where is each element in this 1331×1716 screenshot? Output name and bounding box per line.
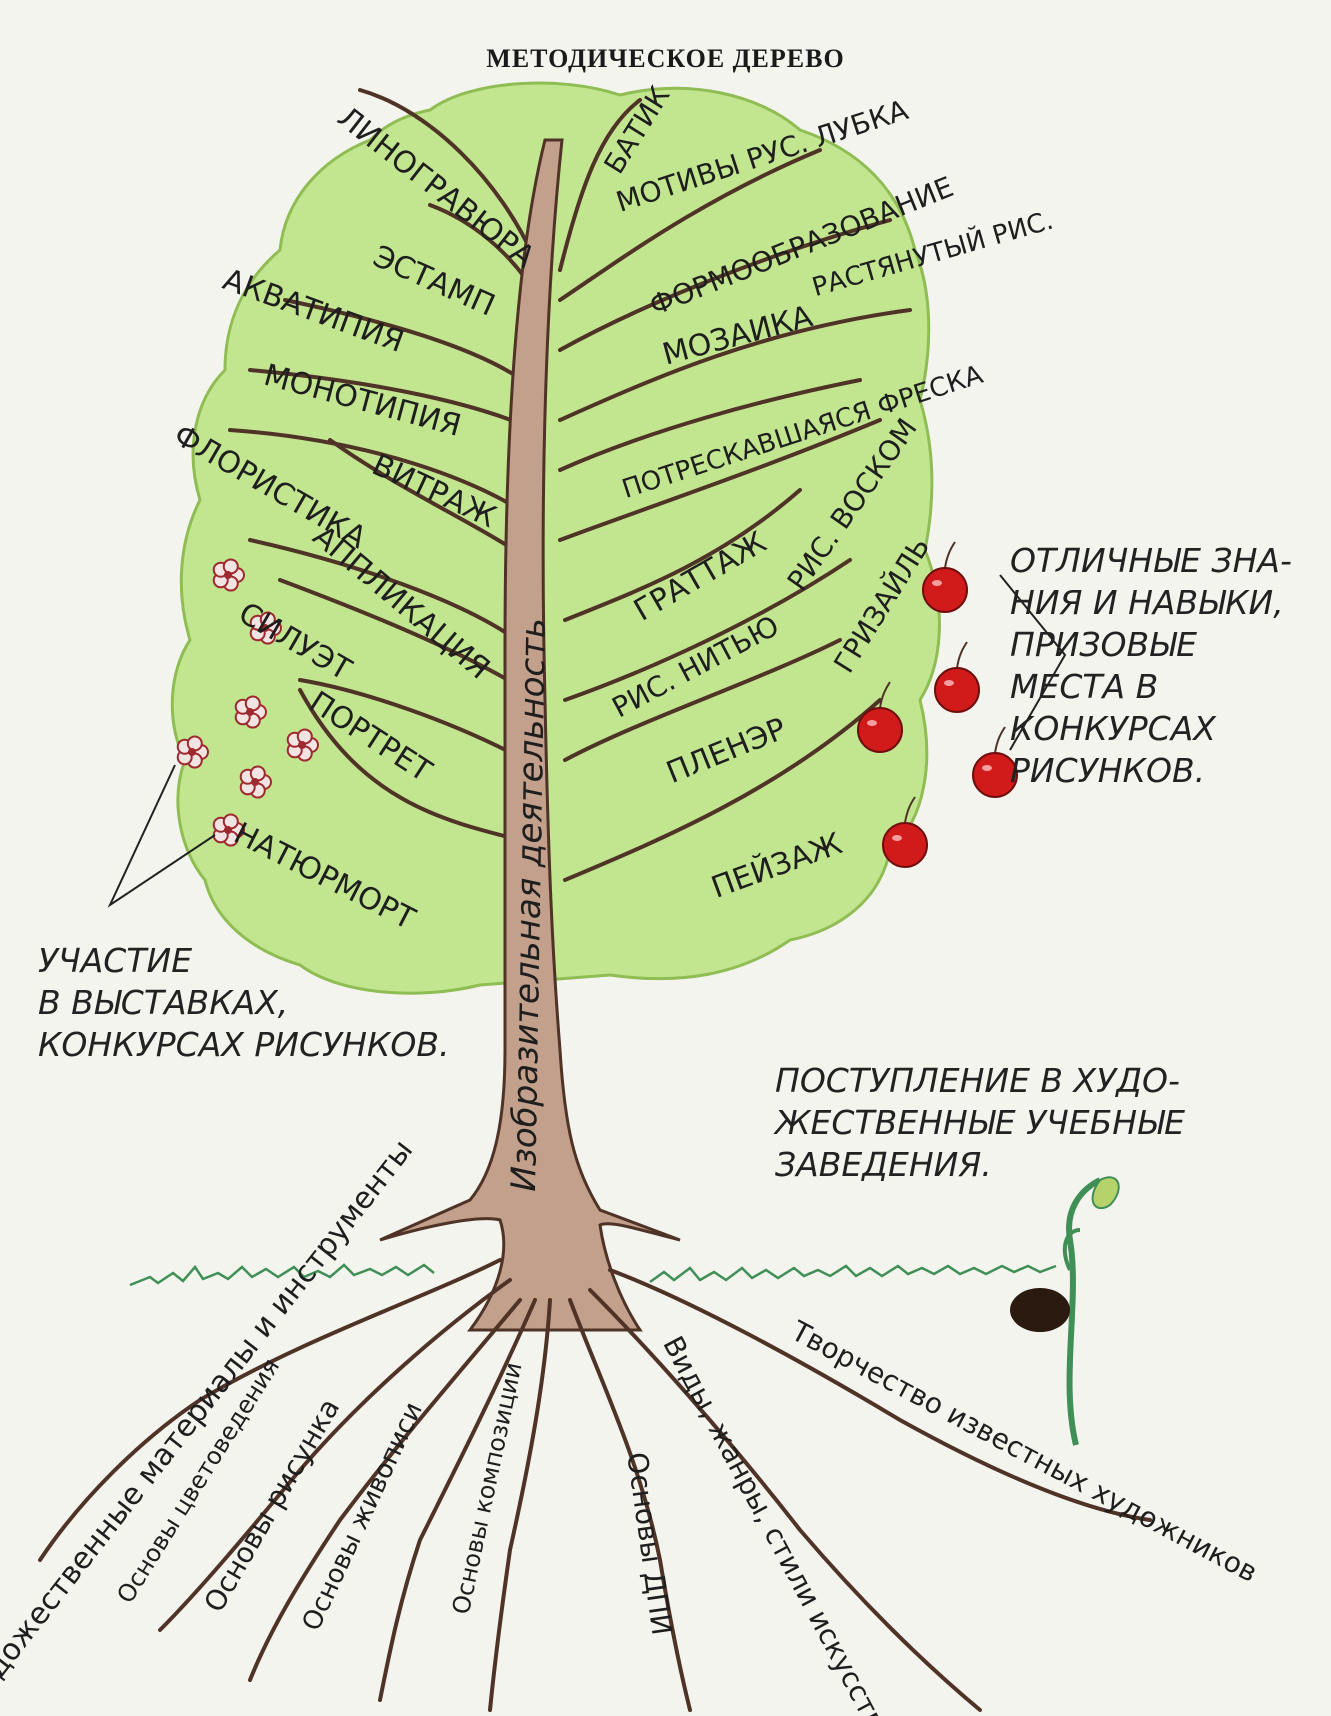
root-label-4: Основы композиции xyxy=(447,1360,528,1617)
note-sprout-line: ЗАВЕДЕНИЯ. xyxy=(775,1144,1185,1186)
root-label-0: Художественные материалы и инструменты xyxy=(0,1133,420,1715)
note-apples-line: ОТЛИЧНЫЕ ЗНА- xyxy=(1010,540,1292,582)
note-sprout-line: ПОСТУПЛЕНИЕ В ХУДО- xyxy=(775,1060,1185,1102)
note-flowers-line: В ВЫСТАВКАХ, xyxy=(38,982,449,1024)
root-line xyxy=(380,1300,535,1700)
root-label-6: Виды, жанры, стили искусства xyxy=(656,1331,900,1716)
apple-icon xyxy=(935,642,979,712)
note-apples-line: НИЯ И НАВЫКИ, xyxy=(1010,582,1292,624)
note-apples-line: МЕСТА В xyxy=(1010,666,1292,708)
root-label-7: Творчество известных художников xyxy=(785,1314,1263,1589)
note-sprout-line: ЖЕСТВЕННЫЕ УЧЕБНЫЕ xyxy=(775,1102,1185,1144)
note-apples-line: ПРИЗОВЫЕ xyxy=(1010,624,1292,666)
note-flowers-line: УЧАСТИЕ xyxy=(38,940,449,982)
note-apples-line: КОНКУРСАХ xyxy=(1010,708,1292,750)
root-label-5: Основы ДПИ xyxy=(620,1450,678,1637)
note-flowers-line: КОНКУРСАХ РИСУНКОВ. xyxy=(38,1024,449,1066)
note-apples-line: РИСУНКОВ. xyxy=(1010,750,1292,792)
sprout-illustration xyxy=(1010,1177,1119,1445)
